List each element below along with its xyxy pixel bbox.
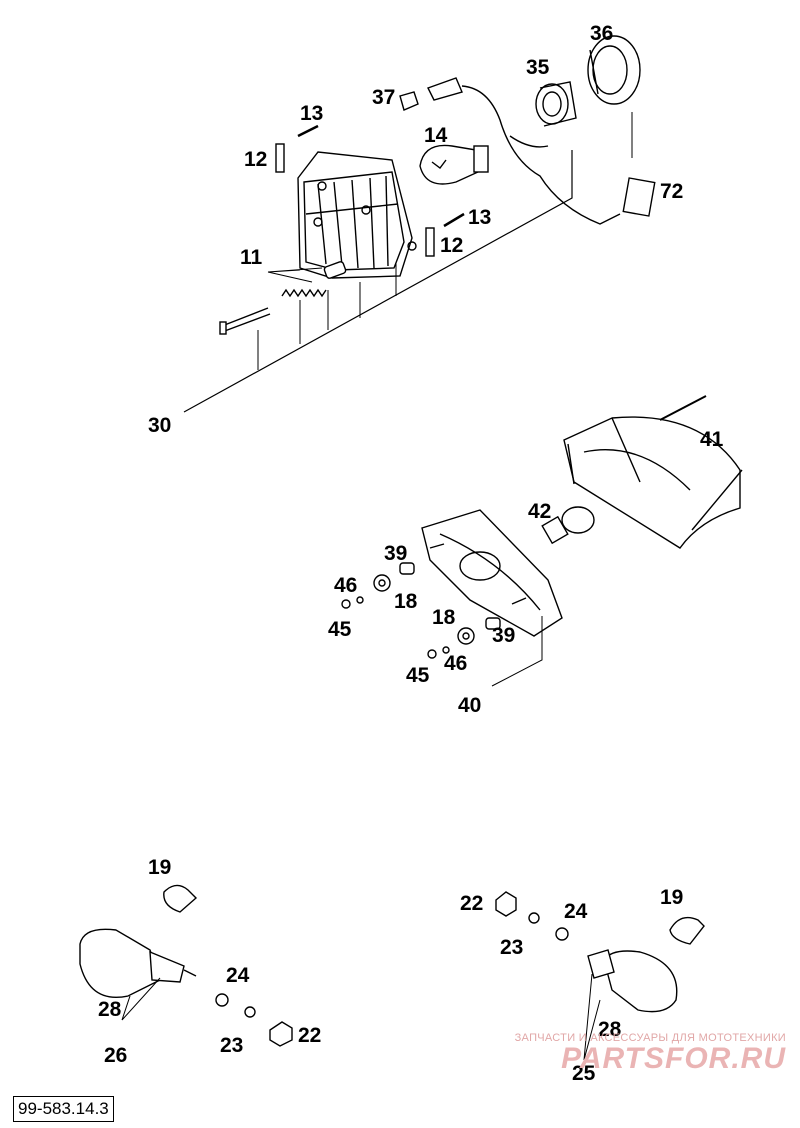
label-13: 13 bbox=[468, 206, 491, 229]
label-28: 28 bbox=[598, 1018, 622, 1041]
label-41: 41 bbox=[700, 428, 724, 451]
label-39: 39 bbox=[384, 542, 407, 565]
spring-drawing bbox=[281, 288, 327, 298]
label-25: 25 bbox=[572, 1062, 596, 1085]
label-40: 40 bbox=[458, 694, 481, 717]
watermark-tagline: ЗАПЧАСТИ И АКСЕССУАРЫ ДЛЯ МОТОТЕХНИКИ bbox=[514, 1032, 786, 1044]
label-28: 28 bbox=[98, 998, 122, 1021]
label-45: 45 bbox=[406, 664, 430, 687]
label-18: 18 bbox=[394, 590, 418, 613]
label-22: 22 bbox=[298, 1024, 321, 1047]
headlight-housing-drawing bbox=[297, 151, 417, 279]
wire-harness-drawing bbox=[461, 85, 621, 225]
label-19: 19 bbox=[148, 856, 171, 879]
label-39: 39 bbox=[492, 624, 515, 647]
indicator-lens-drawing bbox=[79, 928, 161, 998]
clip-drawing bbox=[275, 143, 285, 173]
watermark-logo: PARTSFOR.RU bbox=[561, 1042, 786, 1075]
screw-drawing bbox=[219, 307, 271, 335]
label-11: 11 bbox=[240, 246, 263, 269]
label-46: 46 bbox=[444, 652, 467, 675]
small-bulb-drawing bbox=[399, 91, 419, 111]
grommet-drawing bbox=[373, 574, 391, 592]
label-45: 45 bbox=[328, 618, 352, 641]
label-30: 30 bbox=[148, 414, 171, 437]
taillight-assembly bbox=[341, 395, 743, 687]
label-12: 12 bbox=[440, 234, 463, 257]
leader-40 bbox=[491, 616, 543, 687]
label-14: 14 bbox=[424, 124, 448, 147]
taillight-lens-drawing bbox=[563, 395, 743, 549]
leader-30 bbox=[183, 150, 573, 413]
taillight-bulb-drawing bbox=[541, 506, 595, 545]
label-19: 19 bbox=[660, 886, 683, 909]
label-23: 23 bbox=[500, 936, 523, 959]
part-labels: 36 35 37 13 14 12 72 13 12 11 30 41 42 3… bbox=[98, 22, 724, 1085]
indicator-bulb-drawing bbox=[163, 884, 198, 913]
label-18: 18 bbox=[432, 606, 456, 629]
label-46: 46 bbox=[334, 574, 357, 597]
taillight-base-drawing bbox=[421, 509, 563, 637]
label-42: 42 bbox=[528, 500, 551, 523]
ring-drawing bbox=[587, 35, 641, 105]
left-turn-signal bbox=[79, 884, 293, 1047]
watermark: ЗАПЧАСТИ И АКСЕССУАРЫ ДЛЯ МОТОТЕХНИКИ PA… bbox=[515, 1032, 786, 1076]
label-24: 24 bbox=[226, 964, 250, 987]
label-72: 72 bbox=[660, 180, 683, 203]
label-12: 12 bbox=[244, 148, 267, 171]
label-23: 23 bbox=[220, 1034, 243, 1057]
label-36: 36 bbox=[590, 22, 613, 45]
diagram-reference-code: 99-583.14.3 bbox=[13, 1096, 114, 1122]
sleeve-drawing bbox=[323, 261, 347, 279]
connector-drawing bbox=[622, 177, 656, 217]
label-26: 26 bbox=[104, 1044, 127, 1067]
bulb-holder-drawing bbox=[535, 81, 577, 127]
label-13: 13 bbox=[300, 102, 323, 125]
bulb-drawing bbox=[419, 144, 489, 185]
label-22: 22 bbox=[460, 892, 483, 915]
label-24: 24 bbox=[564, 900, 588, 923]
label-37: 37 bbox=[372, 86, 395, 109]
headlight-assembly bbox=[183, 35, 656, 413]
right-turn-signal bbox=[495, 891, 705, 1061]
label-35: 35 bbox=[526, 56, 550, 79]
